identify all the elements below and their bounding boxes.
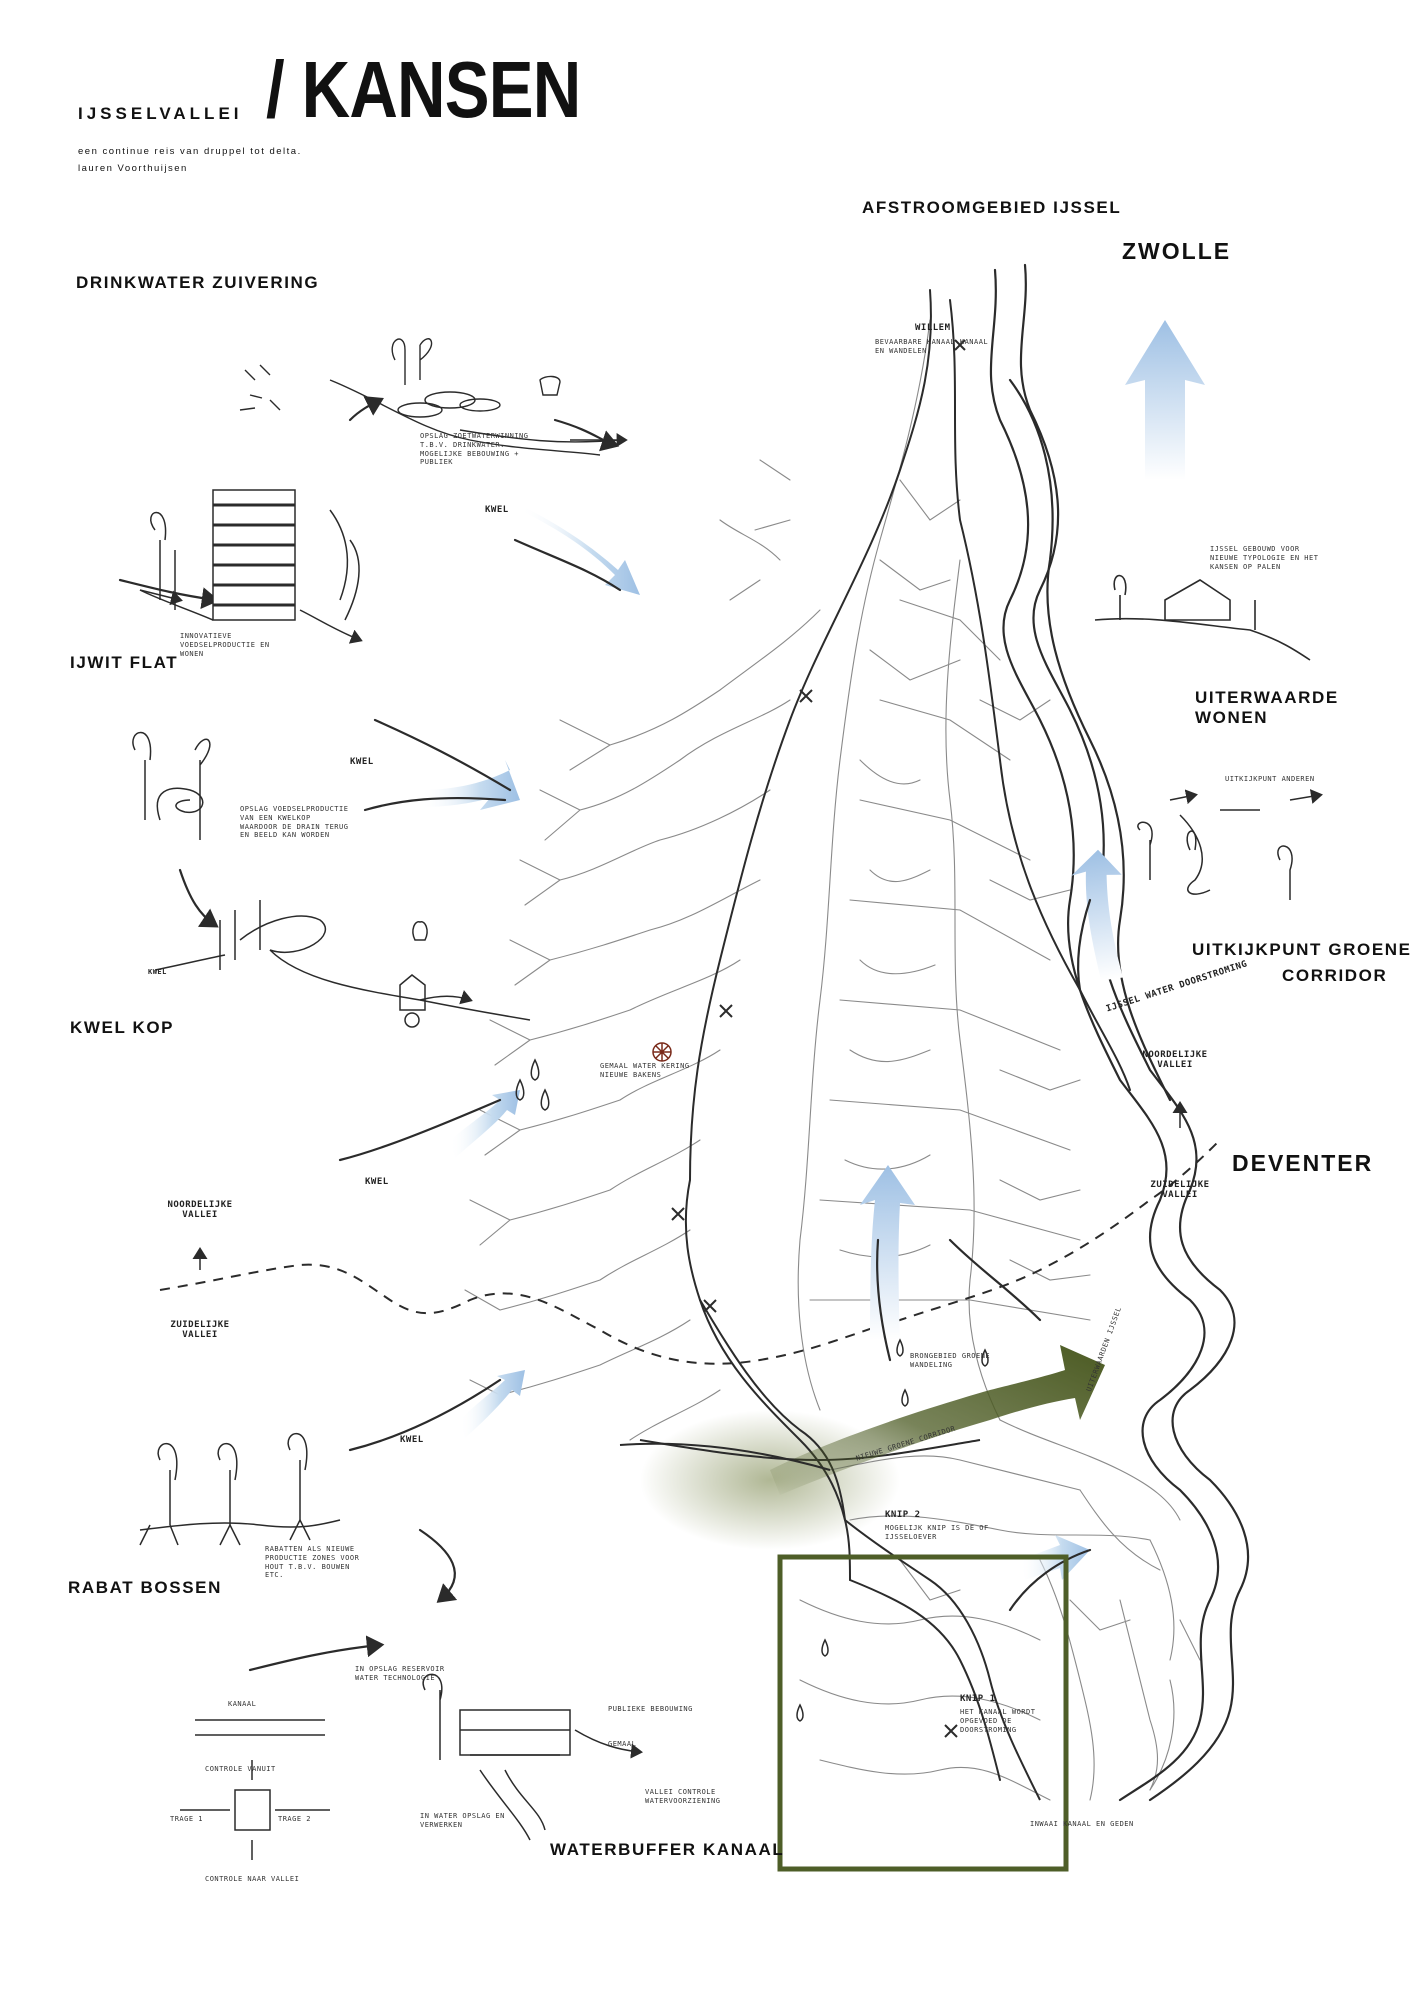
annotation-buffer-1: IN OPSLAG RESERVOIR WATER TECHNOLOGIE [355,1665,445,1682]
north-valley-right: NOORDELIJKE VALLEI [1142,1050,1208,1070]
rabat-bossen-sketch [139,1432,341,1546]
corridor-shade [640,1410,900,1550]
annotation-knip1: KNIP 1 [960,1694,996,1704]
annotation-willem-note: BEVAARBARE KANAAL KANAAL EN WANDELEN [875,338,989,355]
valley-divide-line [159,1139,1221,1365]
subtitle: een continue reis van druppel tot delta. [78,146,302,157]
annotation-ijwit: INNOVATIEVE VOEDSELPRODUCTIE EN WONEN [180,632,270,658]
valley-outline [684,289,1131,1781]
annotation-sluice-top: CONTROLE VANUIT [205,1765,276,1773]
annotation-uitwaaien: INWAAI KANAAL EN GEDEN [1030,1820,1134,1828]
annotation-kwel: OPSLAG VOEDSELPRODUCTIE VAN EEN KWELKOP … [240,805,349,840]
corridor-river [619,1442,831,1471]
label-uitkijkpunt-1: UITKIJKPUNT GROENE [1192,940,1412,959]
label-drinkwater: DRINKWATER ZUIVERING [76,273,320,292]
kwel-label-2: KWEL [350,757,374,767]
annotation-sluice-bottom: CONTROLE NAAR VALLEI [205,1875,300,1883]
annotation-rabat: RABATTEN ALS NIEUWE PRODUCTIE ZONES VOOR… [265,1545,360,1580]
south-valley-left: ZUIDELIJKE VALLEI [170,1320,230,1340]
water-drops [515,1058,989,1722]
annotation-buffer-4: VALLEI CONTROLE WATERVOORZIENING [645,1788,721,1805]
annotation-genau: GEMAAL WATER KERING NIEUWE BAKENS [600,1062,690,1079]
annotation-buffer-2: PUBLIEKE BEBOUWING [608,1705,693,1713]
author: lauren Voorthuijsen [78,163,188,174]
uiterwaarde-sketch [1094,574,1311,661]
annotation-buffer-3: GEMAAL [608,1740,637,1748]
region-label: IJSSELVALLEI [78,104,243,123]
annotation-drinkwater: OPSLAG ZOETWATERWINNING T.B.V. DRINKWATE… [420,432,529,467]
stream-network [464,319,1201,1801]
crossing-marks [671,339,966,1738]
annotation-knip1-note: HET KANAAL WORDT OPGEVOED DE DOORSTROMIN… [960,1708,1036,1734]
kwel-label-3: KWEL [365,1177,389,1187]
annotation-uiterwaarde: IJSSEL GEBOUWD VOOR NIEUWE TYPOLOGIE EN … [1210,545,1319,571]
annotation-kanaal: KANAAL [228,1700,257,1708]
page-title: / KANSEN [266,45,581,134]
drinkwater-sketch [239,338,628,456]
green-corridor-arrow [770,1345,1105,1495]
annotation-knip2-note: MOGELIJK KNIP IS DE OF IJSSELOEVER [885,1524,989,1541]
annotation-brongebied: BRONGEBIED GROENE WANDELING [910,1352,991,1369]
north-valley-left: NOORDELIJKE VALLEI [167,1200,233,1220]
annotation-knip2: KNIP 2 [885,1510,921,1520]
kwel-label-5: KWEL [148,968,167,976]
kwel-label-4: KWEL [400,1435,424,1445]
focus-frame [777,1554,1069,1872]
label-uitkijkpunt-2: CORRIDOR [1282,966,1388,985]
ijwit-flat-sketch [139,489,363,644]
annotation-sluice-right: TRAGE 2 [278,1815,312,1823]
hand-arrows [118,396,1092,1672]
city-deventer: DEVENTER [1232,1150,1374,1176]
waterbuffer-sketch [180,1673,643,1860]
uitkijkpunt-sketch [1137,789,1323,900]
annotation-buffer-5: IN WATER OPSLAG EN VERWERKEN [420,1812,505,1829]
catchment-label: AFSTROOMGEBIED IJSSEL [862,198,1122,217]
label-uiterwaarde: UITERWAARDE WONEN [1195,688,1339,727]
label-waterbuffer: WATERBUFFER KANAAL [550,1840,785,1859]
annotation-sluice-left: TRAGE 1 [170,1815,204,1823]
annotation-willem: WILLEM [915,323,951,333]
label-kwelkop: KWEL KOP [70,1018,175,1037]
bike-wheel-icon [652,1042,672,1062]
label-ijwit: IJWIT FLAT [70,653,179,672]
city-zwolle: ZWOLLE [1122,238,1232,264]
south-valley-right: ZUIDELIJKE VALLEI [1150,1180,1210,1200]
kwel-kop-sketch [132,731,531,1028]
kwel-label-1: KWEL [485,505,509,515]
valley-up-arrows [192,1101,1188,1270]
annotation-uitkijk: UITKIJKPUNT ANDEREN [1225,775,1315,783]
canal-line [699,1299,1041,1801]
label-rabat: RABAT BOSSEN [68,1578,222,1597]
